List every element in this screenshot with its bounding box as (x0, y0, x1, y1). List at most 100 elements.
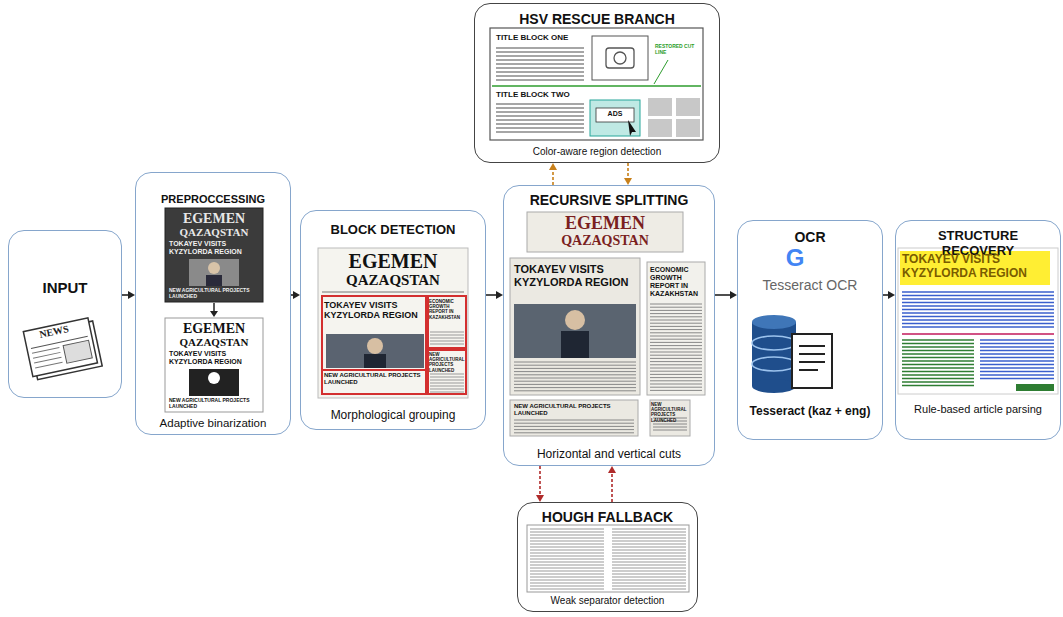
text-line (496, 59, 584, 60)
text-line (530, 544, 604, 545)
text-line (530, 562, 604, 563)
connector-line (122, 294, 129, 296)
text-line (650, 323, 702, 324)
text-line (650, 384, 702, 385)
text-line (496, 67, 584, 68)
text-line (902, 357, 974, 359)
text-line (902, 364, 974, 366)
text-line (612, 574, 686, 575)
illustration-text: NEW AGRICULTURAL PROJECTS LAUNCHED (651, 402, 689, 423)
text-line (430, 338, 464, 339)
process-box: HOUGH FALLBACKWeak separator detection (517, 502, 698, 612)
text-line (530, 589, 604, 590)
text-line (612, 556, 686, 557)
text-line (650, 390, 702, 391)
illustration-text: NEW AGRICULTURAL PROJECTS LAUNCHED (324, 372, 426, 386)
text-line (902, 367, 974, 369)
newspaper-dark (165, 208, 263, 302)
connector-arrow (549, 163, 557, 185)
text-line (980, 371, 1054, 373)
connector-arrow (536, 466, 544, 502)
text-line (530, 586, 604, 587)
text-line (612, 565, 686, 566)
text-line (530, 535, 604, 536)
connector-arrow (122, 291, 135, 299)
text-line (530, 559, 604, 560)
text-line (612, 535, 686, 536)
text-line (612, 547, 686, 548)
text-line (650, 326, 702, 327)
arrow-head (496, 291, 503, 299)
text-line (514, 362, 636, 363)
text-line (653, 427, 687, 428)
connector-line (627, 163, 629, 179)
text-line (980, 374, 1054, 376)
text-line (430, 392, 464, 393)
text-line (650, 342, 702, 343)
text-line (612, 553, 686, 554)
text-line (650, 310, 702, 311)
arrow-head (624, 178, 632, 185)
arrow-head (549, 163, 557, 170)
document-icon (792, 334, 832, 388)
text-line (650, 358, 702, 359)
text-line (902, 305, 1054, 307)
text-line (612, 550, 686, 551)
node-title: OCR (742, 229, 878, 245)
text-line (530, 538, 604, 539)
node-caption: Morphological grouping (305, 409, 481, 423)
text-line (650, 387, 702, 388)
node-caption: Tesseract OCR (742, 277, 878, 293)
connector-arrow (715, 291, 737, 299)
node-caption: Rule-based article parsing (900, 403, 1056, 416)
connector-line (552, 169, 554, 185)
text-line (496, 71, 584, 72)
text-line (980, 367, 1054, 369)
illustration-text: EGEMEN (318, 250, 468, 273)
text-line (650, 355, 702, 356)
text-line (496, 51, 584, 52)
text-line (902, 295, 1054, 297)
illustration-text: RESTORED CUT LINE (655, 44, 701, 56)
text-line (902, 326, 1054, 328)
text-line (902, 381, 974, 383)
text-line (514, 432, 634, 433)
hsv-illustration (490, 28, 703, 140)
text-line (530, 571, 604, 572)
illustration-text: ECONOMIC GROWTH REPORT IN KAZAKHSTAN (429, 299, 467, 320)
text-line (430, 344, 464, 345)
text-line (612, 586, 686, 587)
text-line (612, 544, 686, 545)
text-line (650, 352, 702, 353)
illustration-text: TOKAYEV VISITS KYZYLORDA REGION (169, 240, 259, 256)
text-line (430, 383, 464, 384)
node-title: RECURSIVE SPLITTING (508, 192, 710, 208)
illustration-text: EGEMEN (165, 211, 263, 227)
text-line (514, 420, 634, 421)
arrow-head (888, 291, 895, 299)
text-line (514, 390, 636, 391)
illustration-text: NEWS (33, 322, 75, 342)
text-line (650, 345, 702, 346)
connector-arrow (624, 163, 632, 185)
text-line (650, 307, 702, 308)
down-arrow (210, 303, 218, 317)
illustration-text: QAZAQSTAN (318, 272, 468, 289)
illustration-text: TITLE BLOCK TWO (496, 90, 588, 99)
text-line (650, 368, 702, 369)
node-title: HOUGH FALLBACK (522, 509, 693, 525)
text-line (980, 357, 1054, 359)
node-title: INPUT (13, 279, 117, 296)
text-line (514, 381, 636, 382)
text-line (514, 374, 636, 375)
text-line (530, 580, 604, 581)
text-line (514, 423, 634, 424)
text-line (902, 316, 1054, 318)
illustration-text: ADS (596, 110, 634, 118)
illustration-text: QAZAQSTAN (165, 336, 263, 349)
connector-line (486, 294, 497, 296)
text-line (530, 550, 604, 551)
text-line (430, 386, 464, 387)
text-line (612, 532, 686, 533)
text-line (530, 529, 604, 530)
